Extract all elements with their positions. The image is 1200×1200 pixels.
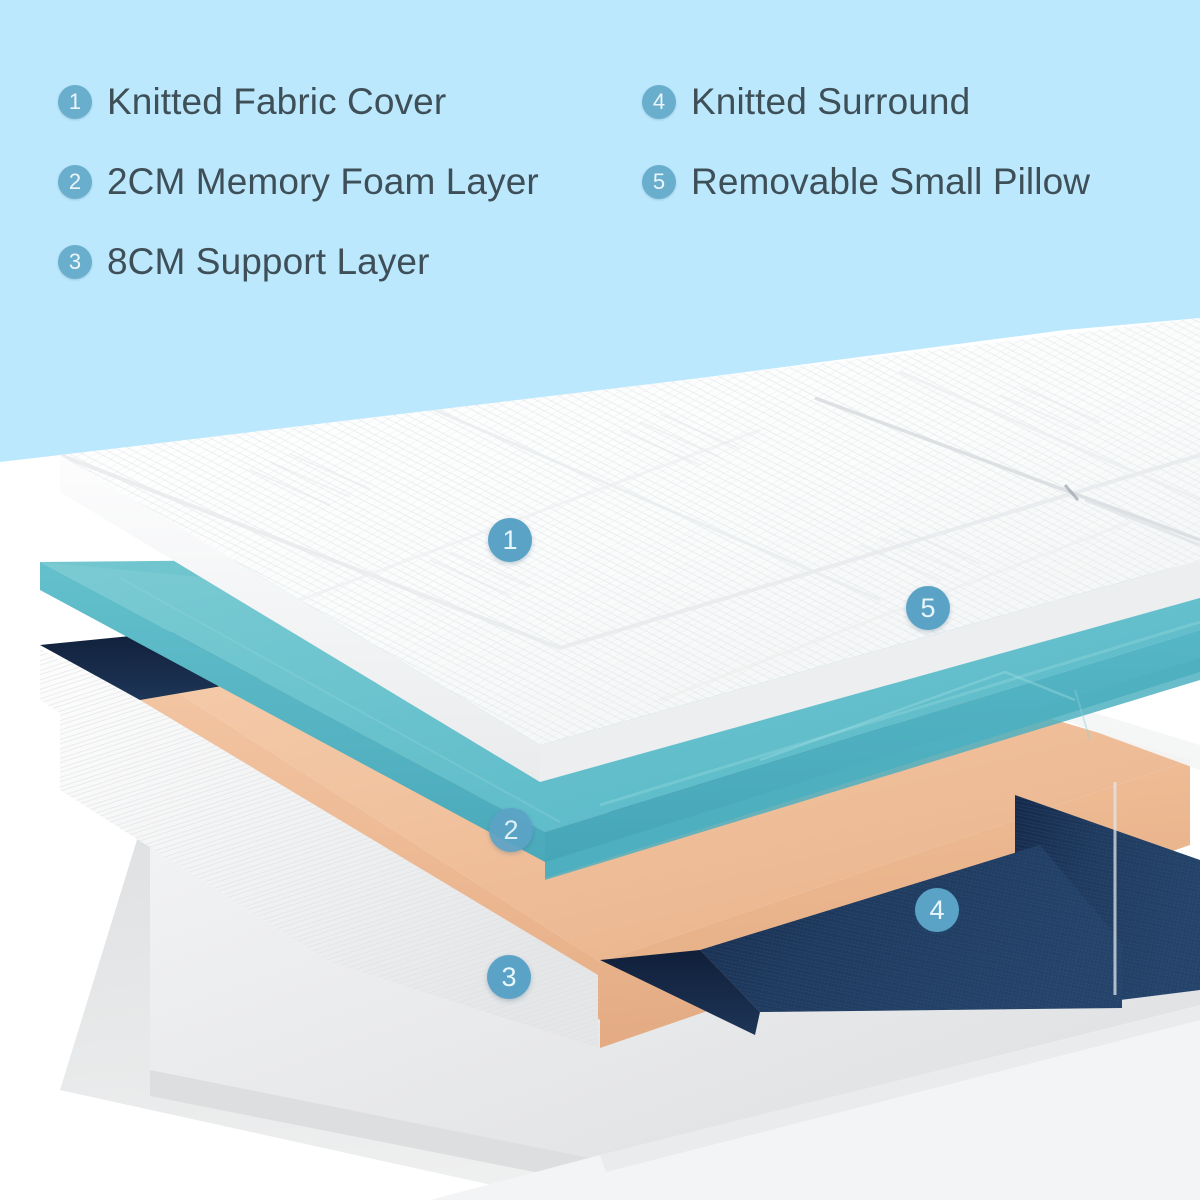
legend-item-knitted-surround[interactable]: 4 Knitted Surround	[642, 78, 1090, 126]
legend-label-2: 2CM Memory Foam Layer	[107, 161, 539, 202]
memory-foam-shelf	[545, 658, 1200, 880]
legend-badge-3: 3	[58, 245, 92, 279]
memory-foam-seam-4	[1074, 689, 1091, 741]
legend: 1 Knitted Fabric Cover 2 2CM Memory Foam…	[0, 0, 1200, 300]
legend-item-removable-small-pillow[interactable]: 5 Removable Small Pillow	[642, 158, 1090, 206]
callout-badge-1[interactable]: 1	[488, 518, 532, 562]
legend-item-knitted-fabric-cover[interactable]: 1 Knitted Fabric Cover	[58, 78, 539, 126]
surround-right-band-knit	[1015, 795, 1200, 1000]
base-sheet-edge	[600, 1005, 1200, 1172]
memory-foam-seam-3	[119, 577, 561, 823]
base-platform-front	[150, 1070, 600, 1185]
legend-item-support-layer[interactable]: 3 8CM Support Layer	[58, 238, 539, 286]
callout-badge-2[interactable]: 2	[489, 808, 533, 852]
memory-foam-seam-2	[759, 670, 1076, 762]
surround-front-band-knit	[700, 845, 1122, 1012]
callout-badge-4[interactable]: 4	[915, 888, 959, 932]
callout-badge-5[interactable]: 5	[906, 586, 950, 630]
memory-foam-seam-1	[599, 620, 1200, 807]
legend-label-4: Knitted Surround	[691, 81, 971, 122]
surround-wedge-left	[600, 950, 760, 1035]
legend-badge-1: 1	[58, 85, 92, 119]
legend-item-memory-foam-layer[interactable]: 2 2CM Memory Foam Layer	[58, 158, 539, 206]
inner-white-wedge-knit	[60, 655, 598, 1048]
cover-split-seam	[814, 396, 1200, 542]
pillow-section-edge	[1084, 498, 1200, 547]
legend-column-left: 1 Knitted Fabric Cover 2 2CM Memory Foam…	[58, 78, 539, 318]
legend-label-1: Knitted Fabric Cover	[107, 81, 447, 122]
legend-badge-2: 2	[58, 165, 92, 199]
legend-label-3: 8CM Support Layer	[107, 241, 430, 282]
knitted-cover-edge-left	[60, 455, 540, 782]
knitted-cover-edge-right	[540, 560, 1200, 782]
legend-badge-4: 4	[642, 85, 676, 119]
callout-badge-3[interactable]: 3	[487, 955, 531, 999]
legend-column-right: 4 Knitted Surround 5 Removable Small Pil…	[642, 78, 1090, 238]
cover-split-seam-2	[1063, 484, 1080, 501]
memory-foam-left-edge	[40, 562, 545, 862]
legend-label-5: Removable Small Pillow	[691, 161, 1091, 202]
legend-badge-5: 5	[642, 165, 676, 199]
